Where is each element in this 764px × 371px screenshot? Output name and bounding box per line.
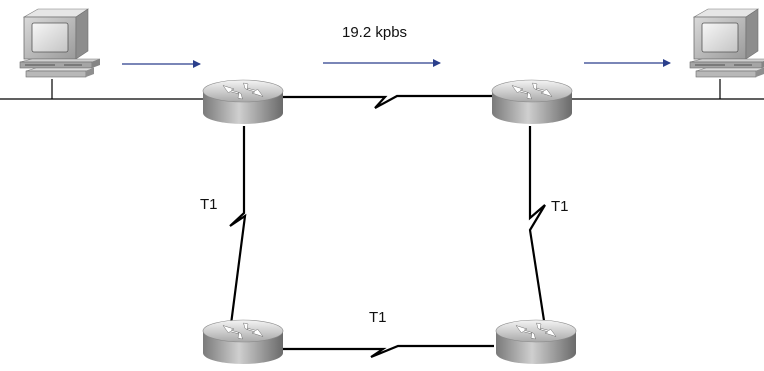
right-t1-label: T1 — [551, 198, 569, 215]
top-serial-link — [282, 94, 493, 109]
right-workstation-icon — [689, 8, 764, 78]
router-bottom-right-icon — [495, 319, 577, 365]
router-top-left-icon — [202, 79, 284, 125]
left-t1-link — [228, 126, 247, 333]
router-top-right-icon — [491, 79, 573, 125]
bottom-t1-link — [282, 344, 494, 359]
left-workstation-icon — [19, 8, 101, 78]
router-bottom-left-icon — [202, 319, 284, 365]
bottom-t1-label: T1 — [369, 309, 387, 326]
speed-label: 19.2 kpbs — [342, 24, 408, 41]
left-t1-label: T1 — [200, 196, 218, 213]
right-t1-link — [528, 126, 547, 328]
